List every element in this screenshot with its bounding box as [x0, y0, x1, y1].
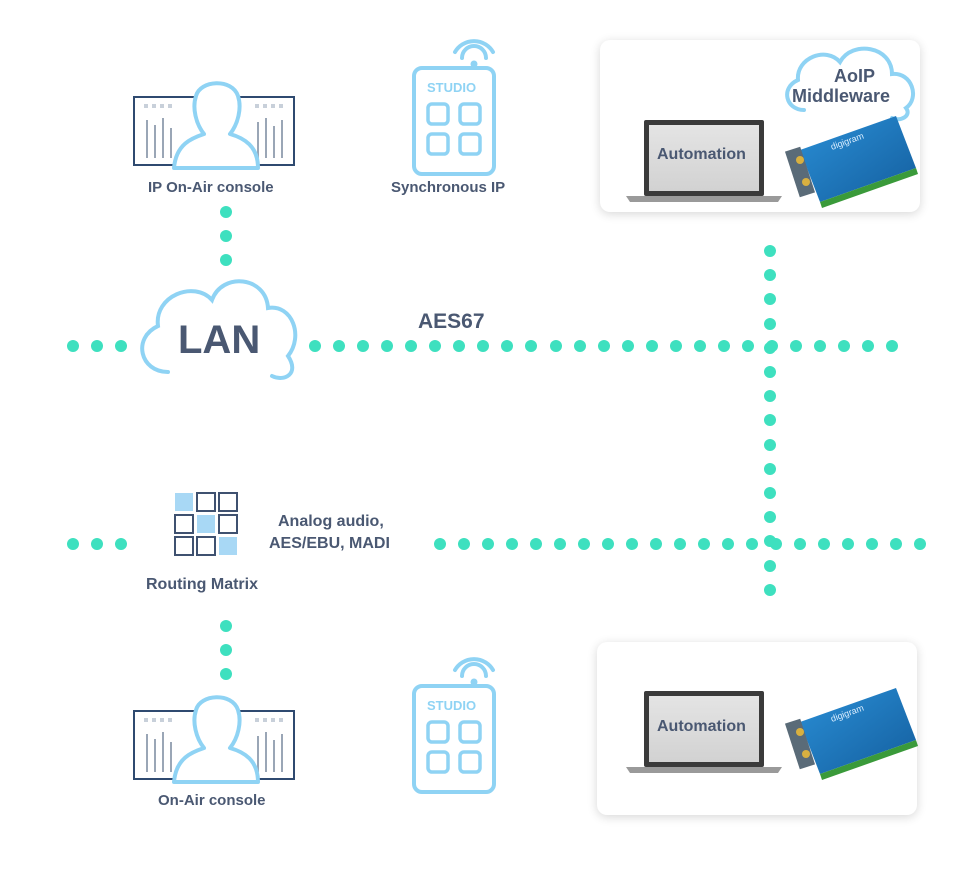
aes67-line-dot: [115, 340, 127, 352]
aes67-line-dot: [357, 340, 369, 352]
aes67-line-dot: [550, 340, 562, 352]
aes67-line-dot: [309, 340, 321, 352]
aes67-line-dot: [453, 340, 465, 352]
lan-cloud-icon: [140, 279, 298, 380]
aes67-line-dot: [525, 340, 537, 352]
analog-line-dot: [746, 538, 758, 550]
connection-dots: [67, 206, 926, 680]
top-laptop-icon: [626, 120, 782, 202]
matrix-link-dot: [220, 644, 232, 656]
analog-line-dot: [554, 538, 566, 550]
analog-label-line2: AES/EBU, MADI: [269, 535, 390, 552]
aes67-line-dot: [381, 340, 393, 352]
trunk-line-dot: [764, 293, 776, 305]
aes67-line-dot: [91, 340, 103, 352]
aes67-line-dot: [574, 340, 586, 352]
analog-line-dot: [650, 538, 662, 550]
analog-label-line1: Analog audio,: [278, 513, 384, 530]
trunk-line-dot: [764, 414, 776, 426]
trunk-line-dot: [764, 439, 776, 451]
middleware-cloud-icon: [785, 46, 916, 122]
aes67-line-dot: [694, 340, 706, 352]
analog-line-dot: [818, 538, 830, 550]
trunk-line-dot: [764, 511, 776, 523]
analog-line-dot: [578, 538, 590, 550]
middleware-label-line2: Middleware: [792, 86, 891, 106]
bottom-automation-label: Automation: [657, 718, 746, 735]
aes67-line-dot: [598, 340, 610, 352]
analog-line-dot: [626, 538, 638, 550]
lan-label: LAN: [178, 318, 261, 362]
analog-line-dot: [506, 538, 518, 550]
trunk-line-dot: [764, 342, 776, 354]
trunk-line-dot: [764, 390, 776, 402]
console-link-dot: [220, 206, 232, 218]
console-link-dot: [220, 230, 232, 242]
analog-line-dot: [458, 538, 470, 550]
aes67-line-dot: [429, 340, 441, 352]
onair-console-label: On-Air console: [158, 792, 266, 809]
analog-line-dot: [914, 538, 926, 550]
ip-onair-console-label: IP On-Air console: [148, 179, 274, 196]
matrix-link-dot: [220, 620, 232, 632]
trunk-line-dot: [764, 463, 776, 475]
aes67-line-dot: [814, 340, 826, 352]
aes67-line-dot: [718, 340, 730, 352]
aes67-line-dot: [670, 340, 682, 352]
trunk-line-dot: [764, 366, 776, 378]
trunk-line-dot: [764, 269, 776, 281]
analog-line-dot: [67, 538, 79, 550]
onair-console-icon: [133, 695, 295, 784]
top-audio-card-icon: digigram: [784, 116, 918, 208]
studio-remote-bottom-icon: [412, 657, 496, 794]
aes67-line-dot: [477, 340, 489, 352]
studio-top-label: STUDIO: [427, 80, 477, 95]
analog-line-dot: [794, 538, 806, 550]
analog-line-dot: [482, 538, 494, 550]
aes67-line-dot: [790, 340, 802, 352]
analog-line-dot: [674, 538, 686, 550]
trunk-line-dot: [764, 318, 776, 330]
studio-bottom-label: STUDIO: [427, 698, 477, 713]
aes67-line-dot: [622, 340, 634, 352]
sync-ip-label: Synchronous IP: [391, 179, 506, 196]
aes67-line-dot: [501, 340, 513, 352]
aes67-label: AES67: [418, 310, 485, 333]
console-link-dot: [220, 254, 232, 266]
aes67-line-dot: [405, 340, 417, 352]
aes67-line-dot: [862, 340, 874, 352]
routing-matrix-label: Routing Matrix: [146, 576, 258, 593]
trunk-line-dot: [764, 584, 776, 596]
trunk-line-dot: [764, 535, 776, 547]
analog-line-dot: [91, 538, 103, 550]
ip-onair-console-icon: [133, 81, 295, 170]
analog-line-dot: [866, 538, 878, 550]
bottom-audio-card-icon: digigram: [784, 688, 918, 780]
routing-matrix-icon: [174, 492, 238, 556]
analog-line-dot: [602, 538, 614, 550]
aes67-line-dot: [886, 340, 898, 352]
trunk-line-dot: [764, 487, 776, 499]
analog-line-dot: [842, 538, 854, 550]
analog-line-dot: [698, 538, 710, 550]
aes67-line-dot: [838, 340, 850, 352]
bottom-laptop-icon: [626, 691, 782, 773]
middleware-label-line1: AoIP: [834, 66, 876, 86]
analog-line-dot: [890, 538, 902, 550]
trunk-line-dot: [764, 245, 776, 257]
trunk-line-dot: [764, 560, 776, 572]
analog-line-dot: [722, 538, 734, 550]
analog-line-dot: [434, 538, 446, 550]
analog-line-dot: [115, 538, 127, 550]
aes67-line-dot: [646, 340, 658, 352]
matrix-link-dot: [220, 668, 232, 680]
top-automation-label: Automation: [657, 146, 746, 163]
analog-line-dot: [530, 538, 542, 550]
aes67-line-dot: [333, 340, 345, 352]
studio-remote-top-icon: [412, 39, 496, 176]
aes67-line-dot: [742, 340, 754, 352]
aes67-line-dot: [67, 340, 79, 352]
